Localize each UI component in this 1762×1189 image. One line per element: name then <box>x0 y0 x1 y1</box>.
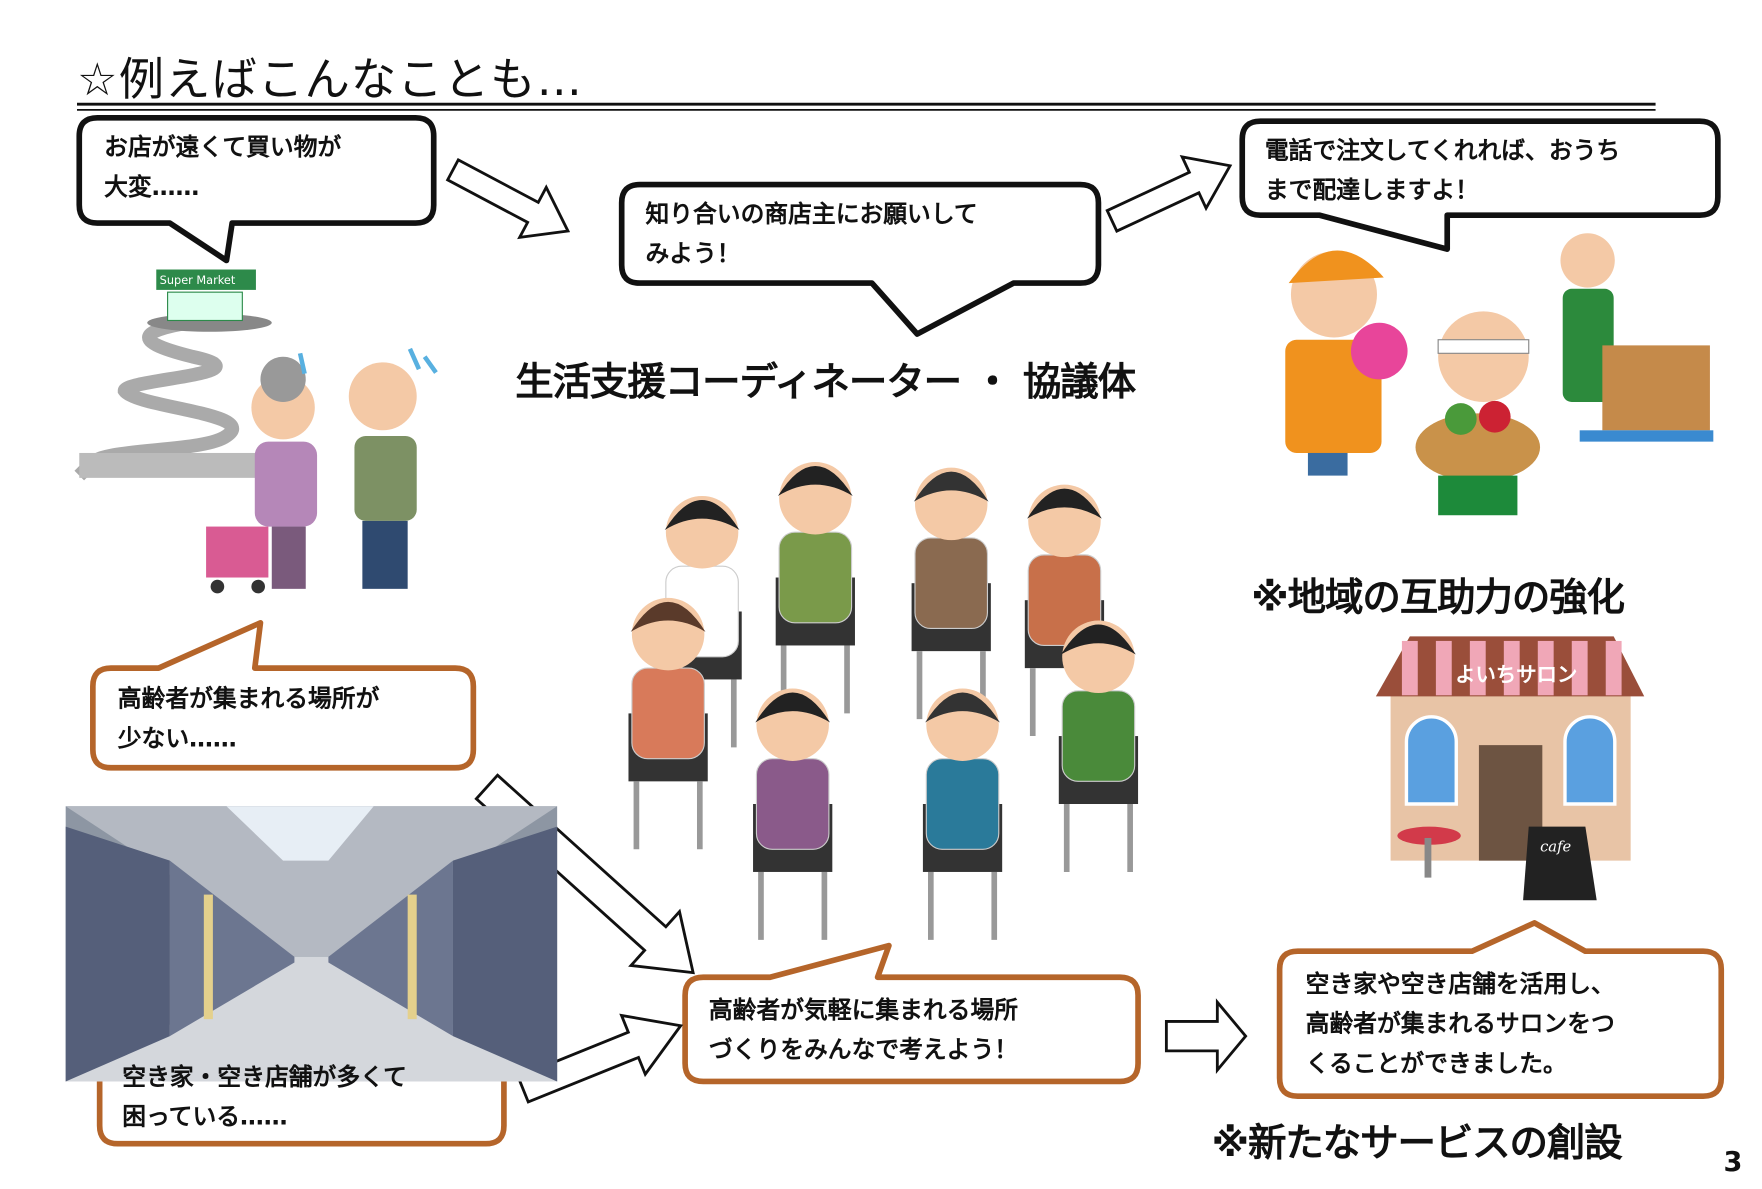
meeting-person <box>775 462 855 714</box>
arrow-4 <box>516 1013 684 1104</box>
bubble-line: お店が遠くて買い物が <box>104 133 342 161</box>
shopkeepers-illustration <box>1285 233 1714 516</box>
bubble-line: みよう！ <box>645 240 741 268</box>
bubble-salon-result: 空き家や空き店舗を活用し、 高齢者が集まれるサロンをつ くることができました。 <box>1306 965 1615 1084</box>
bubble-vacant-shops: 空き家・空き店舗が多くて 困っている…… <box>122 1058 407 1137</box>
meeting-person <box>911 467 991 720</box>
bubble-line: 知り合いの商店主にお願いして <box>645 200 978 228</box>
bubble-line: くることができました。 <box>1305 1049 1567 1077</box>
meeting-person <box>628 597 708 850</box>
bubble-far-store: お店が遠くて買い物が 大変…… <box>104 128 341 207</box>
speech-bubble-delivery <box>1239 118 1721 252</box>
bubble-few-places: 高齢者が集まれる場所が 少ない…… <box>118 679 380 758</box>
speech-bubble-few-places <box>90 619 477 771</box>
bubble-line: 電話で注文してくれれば、おうち <box>1264 137 1621 165</box>
bubble-line: 高齢者が集まれる場所が <box>117 685 380 713</box>
salon-cafe-illustration: よいちサロン cafe <box>1375 636 1645 901</box>
meeting-person <box>1024 484 1105 737</box>
supermarket-sign: Super Market <box>160 273 236 287</box>
bubble-line: 高齢者が気軽に集まれる場所 <box>708 996 1019 1024</box>
bubble-line: づくりをみんなで考えよう！ <box>708 1036 1019 1064</box>
bubble-ask-shopkeeper: 知り合いの商店主にお願いして みよう！ <box>645 195 977 274</box>
elderly-far-store-illustration: Super Market <box>74 269 438 594</box>
bubble-line: 空き家や空き店舗を活用し、 <box>1305 970 1615 998</box>
slide-title: ☆例えばこんなことも… <box>77 54 584 107</box>
page-number: 3 <box>1723 1145 1743 1178</box>
bubble-line: 少ない…… <box>117 724 237 752</box>
arrow-1 <box>445 157 571 240</box>
bubble-line: まで配達しますよ！ <box>1264 176 1479 204</box>
speech-bubble-discuss <box>682 942 1141 1085</box>
note-new-service: ※新たなサービスの創設 <box>1211 1121 1623 1167</box>
speech-bubble-far-store <box>76 114 437 264</box>
salon-sign: よいちサロン <box>1455 663 1577 687</box>
center-heading: 生活支援コーディネーター ・ 協議体 <box>515 360 1136 406</box>
arrow-2 <box>1105 154 1233 233</box>
title-double-rule <box>77 102 1656 111</box>
note-mutual-aid: ※地域の互助力の強化 <box>1251 575 1625 621</box>
speech-bubble-salon-result <box>1276 920 1725 1099</box>
bubble-line: 困っている…… <box>122 1102 288 1131</box>
meeting-person <box>753 688 833 940</box>
meeting-circle-illustration <box>628 462 1139 940</box>
cafe-board-text: cafe <box>1540 839 1571 856</box>
bubble-discuss: 高齢者が気軽に集まれる場所 づくりをみんなで考えよう！ <box>709 991 1018 1070</box>
bubble-delivery: 電話で注文してくれれば、おうち まで配達しますよ！ <box>1265 131 1620 210</box>
bubble-line: 大変…… <box>104 173 200 201</box>
speech-bubble-ask-shopkeeper <box>618 181 1102 337</box>
meeting-person <box>1058 620 1139 872</box>
bubble-line: 高齢者が集まれるサロンをつ <box>1305 1010 1615 1038</box>
meeting-person <box>922 688 1003 940</box>
arrow-5 <box>1164 998 1248 1075</box>
shopping-arcade-illustration <box>65 806 558 1082</box>
bubble-line: 空き家・空き店舗が多くて <box>122 1063 407 1091</box>
